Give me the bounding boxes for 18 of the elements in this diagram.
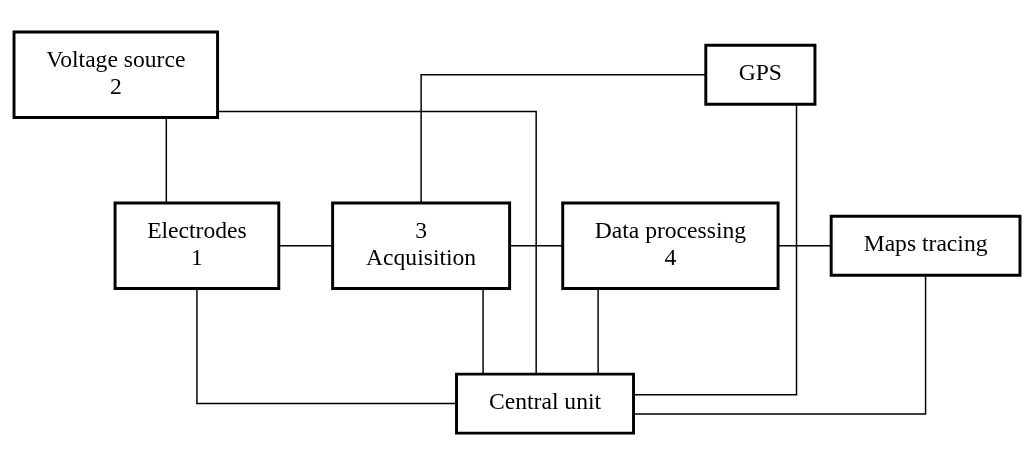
connector [482,287,484,375]
connector [196,287,458,404]
node-box: GPS [704,43,817,106]
connector [217,110,537,375]
node-box: Central unit [455,372,635,435]
node-box: 3 Acquisition [331,201,512,290]
connector [278,244,334,246]
connector [420,73,707,203]
connector [508,244,564,246]
node-box: Maps tracing [829,214,1022,277]
connector [632,103,798,395]
connector [777,244,832,246]
connector [165,116,168,203]
connector [597,287,599,375]
node-box: Voltage source 2 [12,29,220,119]
connector [633,274,927,415]
node-box: Data processing 4 [561,201,780,290]
node-box: Electrodes 1 [113,201,281,290]
